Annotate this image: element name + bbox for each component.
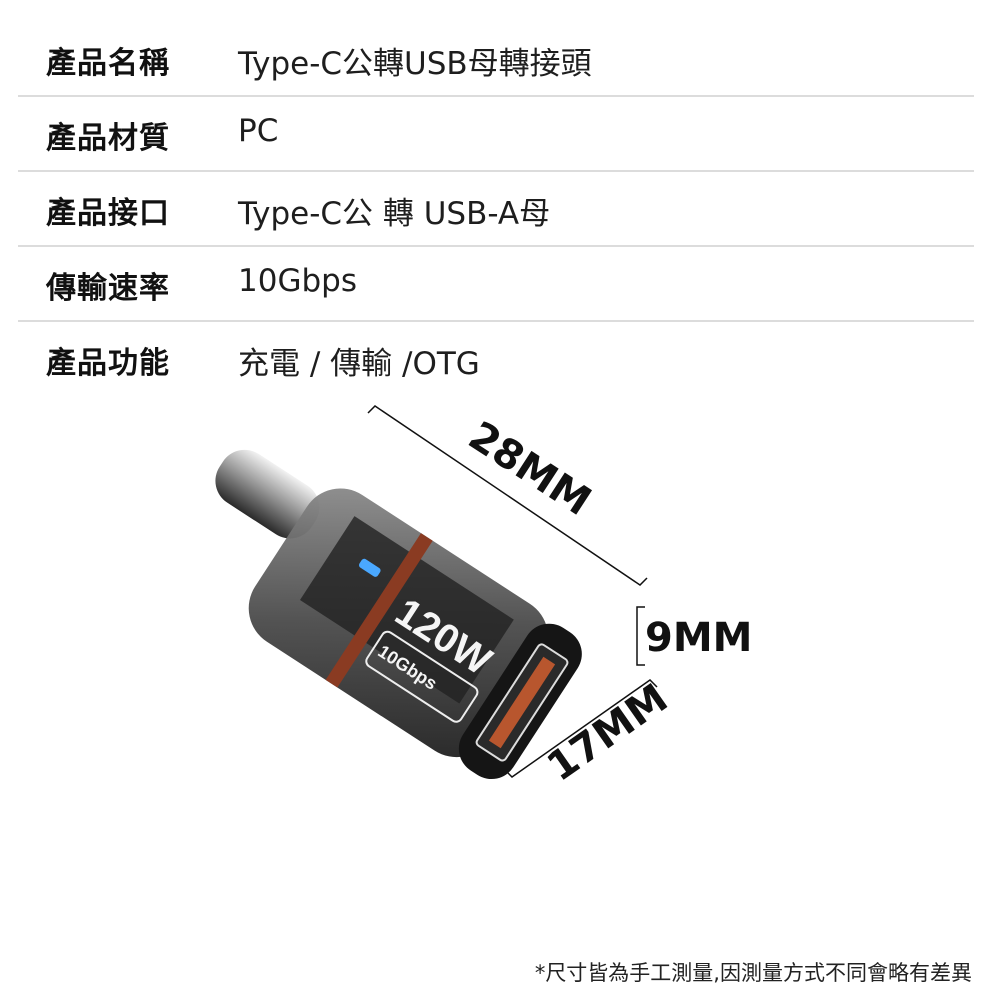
spec-label: 產品功能 — [46, 346, 170, 381]
led-indicator — [358, 558, 381, 577]
spec-label: 產品接口 — [46, 196, 170, 231]
spec-row-function: 產品功能 充電 / 傳輸 /OTG — [18, 322, 974, 395]
adapter-image: 120W 10Gbps — [215, 405, 658, 780]
spec-label: 產品名稱 — [46, 46, 170, 81]
spec-label: 傳輸速率 — [46, 271, 170, 306]
product-illustration: 120W 10Gbps 28MM 9MM 17MM — [0, 390, 1000, 810]
width-dimension-line — [504, 679, 658, 778]
spec-table: 產品名稱 Type-C公轉USB母轉接頭 產品材質 PC 產品接口 Type-C… — [18, 22, 974, 395]
accent-band — [325, 533, 433, 688]
spec-row-interface: 產品接口 Type-C公 轉 USB-A母 — [18, 172, 974, 247]
spec-value: Type-C公 轉 USB-A母 — [238, 196, 551, 232]
spec-value: 10Gbps — [238, 263, 357, 299]
height-dimension-line — [636, 606, 645, 666]
usb-a-contacts — [488, 656, 556, 749]
type-c-plug — [215, 449, 320, 539]
spec-label: 產品材質 — [46, 121, 170, 156]
spec-row-name: 產品名稱 Type-C公轉USB母轉接頭 — [18, 22, 974, 97]
spec-row-material: 產品材質 PC — [18, 97, 974, 172]
spec-value: Type-C公轉USB母轉接頭 — [238, 46, 592, 82]
measurement-footnote: *尺寸皆為手工測量,因測量方式不同會略有差異 — [534, 961, 972, 985]
spec-value: 充電 / 傳輸 /OTG — [238, 346, 480, 382]
spec-row-speed: 傳輸速率 10Gbps — [18, 247, 974, 322]
height-dimension-label: 9MM — [645, 615, 753, 661]
length-dimension-line — [367, 405, 648, 586]
spec-value: PC — [238, 113, 279, 149]
